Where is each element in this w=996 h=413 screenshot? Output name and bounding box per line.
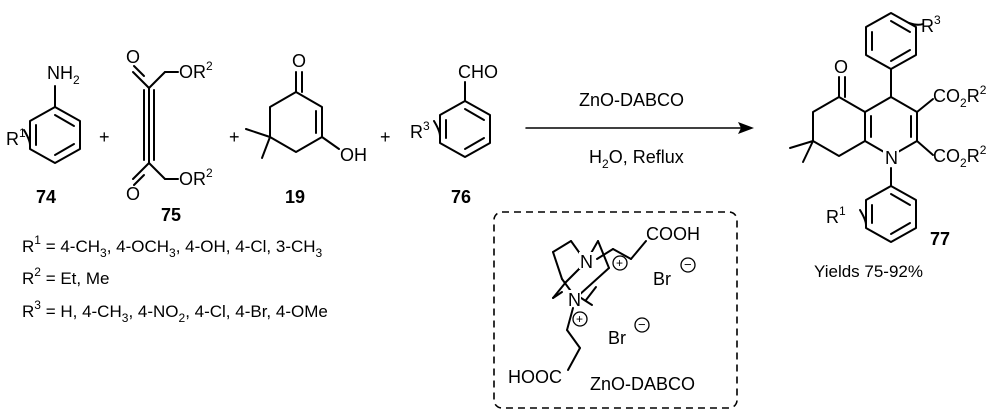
o-carbonyl-bottom: O (126, 184, 140, 204)
charge-minus-2: − (638, 317, 646, 332)
compound-77-number: 77 (930, 229, 950, 249)
compound-76: CHO R3 76 (410, 62, 498, 207)
reaction-arrow: ZnO-DABCO H2O, Reflux (525, 90, 754, 171)
arrow-condition-label: H2O, Reflux (589, 147, 684, 171)
bromide-1: Br (653, 269, 671, 289)
substituent-r3: R3 = H, 4-CH3, 4-NO2, 4-Cl, 4-Br, 4-OMe (22, 298, 328, 325)
dabco-n2: N (568, 290, 581, 310)
compound-75: O OR2 O OR2 75 (126, 47, 213, 225)
arrow-reagent-label: ZnO-DABCO (579, 90, 684, 110)
charge-plus-1: + (616, 256, 623, 270)
o-ketone-77: O (834, 57, 848, 77)
bromide-2: Br (608, 328, 626, 348)
compound-76-number: 76 (451, 187, 471, 207)
compound-77: R3 O N CO2R2 CO2R2 R1 77 (789, 12, 987, 249)
hooc-label: HOOC (508, 367, 562, 387)
cooh-label: COOH (646, 224, 700, 244)
charge-minus-1: − (684, 257, 692, 272)
plus-sign-3: + (380, 127, 391, 147)
co2r2-top: CO2R2 (933, 83, 987, 110)
r1-label-77: R1 (826, 204, 846, 227)
o-ester-bottom: OR2 (179, 166, 213, 189)
o-ketone-19: O (292, 51, 306, 71)
substituent-r2: R2 = Et, Me (22, 265, 109, 288)
o-ester-top: OR2 (179, 59, 213, 82)
n-label-77: N (885, 148, 898, 168)
r1-label-74: R1 (6, 126, 26, 149)
compound-19-number: 19 (285, 187, 305, 207)
compound-74: NH2 R1 74 (6, 63, 81, 207)
cho-label: CHO (458, 62, 498, 82)
compound-75-number: 75 (161, 205, 181, 225)
substituent-r1: R1 = 4-CH3, 4-OCH3, 4-OH, 4-Cl, 3-CH3 (22, 233, 323, 260)
yields-label: Yields 75-92% (814, 262, 923, 281)
compound-74-number: 74 (36, 187, 56, 207)
catalyst-box: N N + + COOH HOOC Br − Br − ZnO-DABCO (493, 211, 738, 409)
plus-sign-1: + (99, 127, 110, 147)
catalyst-name: ZnO-DABCO (590, 374, 695, 394)
substituent-definitions: R1 = 4-CH3, 4-OCH3, 4-OH, 4-Cl, 3-CH3 R2… (22, 233, 328, 325)
compound-19: O OH 19 (245, 51, 367, 207)
o-carbonyl-top: O (126, 47, 140, 67)
nh2-label: NH2 (47, 63, 80, 87)
dabco-n1: N (580, 252, 593, 272)
co2r2-bottom: CO2R2 (933, 143, 987, 170)
oh-label-19: OH (340, 145, 367, 165)
r3-label-77: R3 (921, 13, 941, 36)
charge-plus-2: + (576, 312, 583, 326)
plus-sign-2: + (229, 127, 240, 147)
r3-label-76: R3 (410, 119, 430, 142)
